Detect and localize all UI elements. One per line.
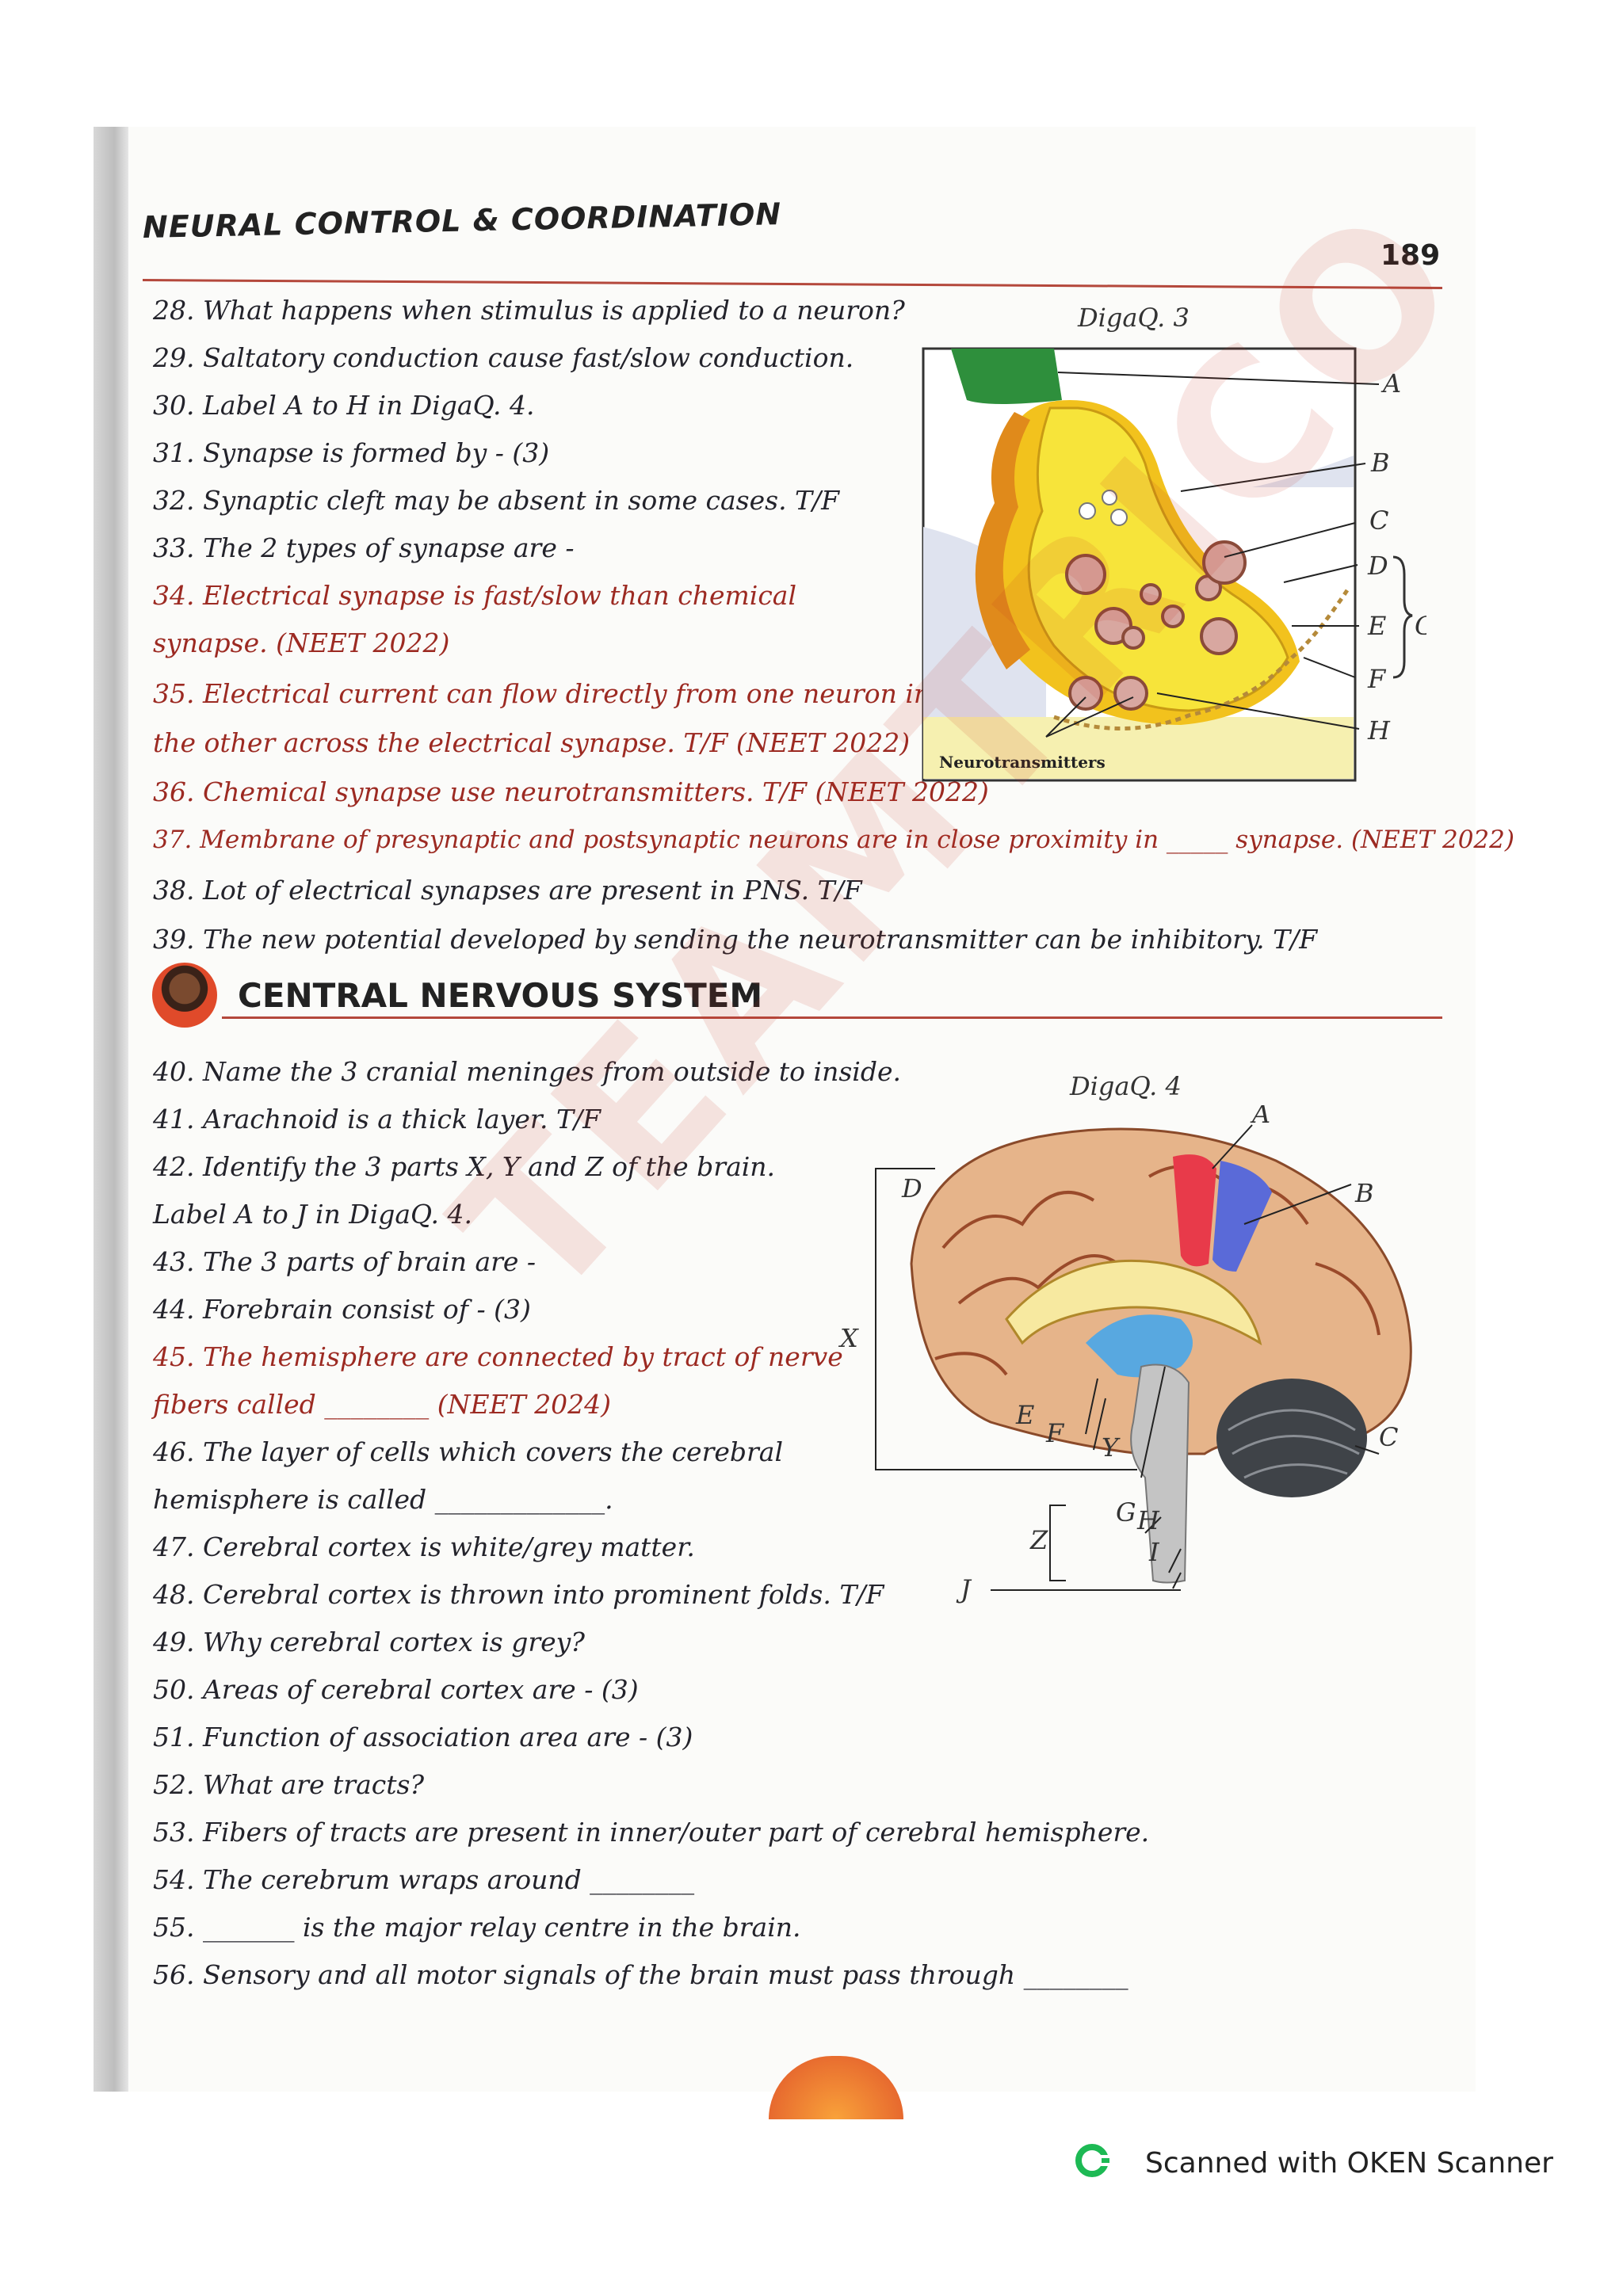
question-line: 32. Synaptic cleft may be absent in some… <box>153 485 840 516</box>
brain-label-f: F <box>1045 1418 1065 1448</box>
oken-scanner-icon <box>1075 2144 1111 2177</box>
question-line: 44. Forebrain consist of - (3) <box>153 1294 531 1325</box>
avatar <box>152 963 217 1028</box>
question-line: synapse. (NEET 2022) <box>153 627 450 658</box>
question-line: 31. Synapse is formed by - (3) <box>153 437 550 468</box>
synapse-label-d: D <box>1367 551 1388 581</box>
question-line: 56. Sensory and all motor signals of the… <box>153 1959 1128 1990</box>
brain-label-d: D <box>901 1173 922 1203</box>
question-line: 40. Name the 3 cranial meninges from out… <box>153 1056 901 1087</box>
question-line: the other across the electrical synapse.… <box>153 727 911 758</box>
synapse-label-h: H <box>1367 715 1391 746</box>
brain-label-i: I <box>1148 1537 1160 1567</box>
synapse-label-g: G <box>1415 611 1426 641</box>
question-line: fibers called ________ (NEET 2024) <box>153 1389 612 1420</box>
synapse-label-c: C <box>1369 505 1388 536</box>
synapse-label-f: F <box>1367 664 1387 694</box>
brain-label-j: J <box>956 1574 972 1604</box>
section-title: CENTRAL NERVOUS SYSTEM <box>238 976 763 1015</box>
brain-label-a: A <box>1250 1105 1270 1129</box>
question-line: 48. Cerebral cortex is thrown into promi… <box>153 1579 884 1610</box>
question-line: 45. The hemisphere are connected by trac… <box>153 1341 843 1372</box>
question-line: 52. What are tracts? <box>153 1769 425 1800</box>
question-line: 35. Electrical current can flow directly… <box>153 678 957 709</box>
question-line: 28. What happens when stimulus is applie… <box>153 295 905 326</box>
brain-label-h: H <box>1136 1505 1160 1535</box>
synapse-label-b: B <box>1370 448 1390 478</box>
question-line: 53. Fibers of tracts are present in inne… <box>153 1817 1150 1848</box>
question-line: 39. The new potential developed by sendi… <box>153 924 1318 955</box>
synapse-label-e: E <box>1367 611 1386 641</box>
question-line: 29. Saltatory conduction cause fast/slow… <box>153 342 854 373</box>
diagram4-title: DigaQ. 4 <box>1070 1071 1182 1101</box>
question-line: 49. Why cerebral cortex is grey? <box>153 1627 585 1657</box>
synapse-label-a: A <box>1381 368 1401 399</box>
question-line: 55. _______ is the major relay centre in… <box>153 1912 801 1943</box>
question-line: 47. Cerebral cortex is white/grey matter… <box>153 1531 695 1562</box>
question-line: 46. The layer of cells which covers the … <box>153 1436 784 1467</box>
question-line: hemisphere is called _____________. <box>153 1484 613 1515</box>
brain-label-e: E <box>1015 1400 1034 1430</box>
question-line: 37. Membrane of presynaptic and postsyna… <box>153 826 1514 854</box>
page-binding-shadow <box>94 127 128 2092</box>
neurotransmitters-caption: Neurotransmitters <box>939 753 1106 772</box>
question-line: 54. The cerebrum wraps around ________ <box>153 1864 695 1895</box>
question-line: 43. The 3 parts of brain are - <box>153 1246 537 1277</box>
question-line: 36. Chemical synapse use neurotransmitte… <box>153 776 989 807</box>
synapse-diagram: Neurotransmitters A B C D E F G H <box>922 347 1426 782</box>
question-line: 33. The 2 types of synapse are - <box>153 532 575 563</box>
question-line: 38. Lot of electrical synapses are prese… <box>153 875 862 906</box>
section-rule <box>222 1016 1442 1019</box>
brain-label-x: X <box>838 1323 859 1353</box>
question-line: Label A to J in DigaQ. 4. <box>153 1199 472 1230</box>
question-line: 30. Label A to H in DigaQ. 4. <box>153 390 535 421</box>
page-number: 189 <box>1381 239 1441 272</box>
brain-label-z: Z <box>1029 1525 1048 1555</box>
brain-label-g: G <box>1116 1497 1136 1527</box>
question-line: 34. Electrical synapse is fast/slow than… <box>153 580 797 611</box>
question-line: 41. Arachnoid is a thick layer. T/F <box>153 1104 601 1135</box>
scanner-footer: Scanned with OKEN Scanner <box>1145 2147 1553 2180</box>
brain-label-c: C <box>1379 1422 1398 1452</box>
question-line: 50. Areas of cerebral cortex are - (3) <box>153 1674 639 1705</box>
question-line: 42. Identify the 3 parts X, Y and Z of t… <box>153 1151 776 1182</box>
brain-label-y: Y <box>1102 1432 1121 1463</box>
brain-diagram: A B C D E F G H I J X Y Z <box>838 1105 1412 1604</box>
question-line: 51. Function of association area are - (… <box>153 1722 693 1753</box>
brain-label-b: B <box>1354 1178 1374 1208</box>
diagram3-title: DigaQ. 3 <box>1078 303 1190 333</box>
